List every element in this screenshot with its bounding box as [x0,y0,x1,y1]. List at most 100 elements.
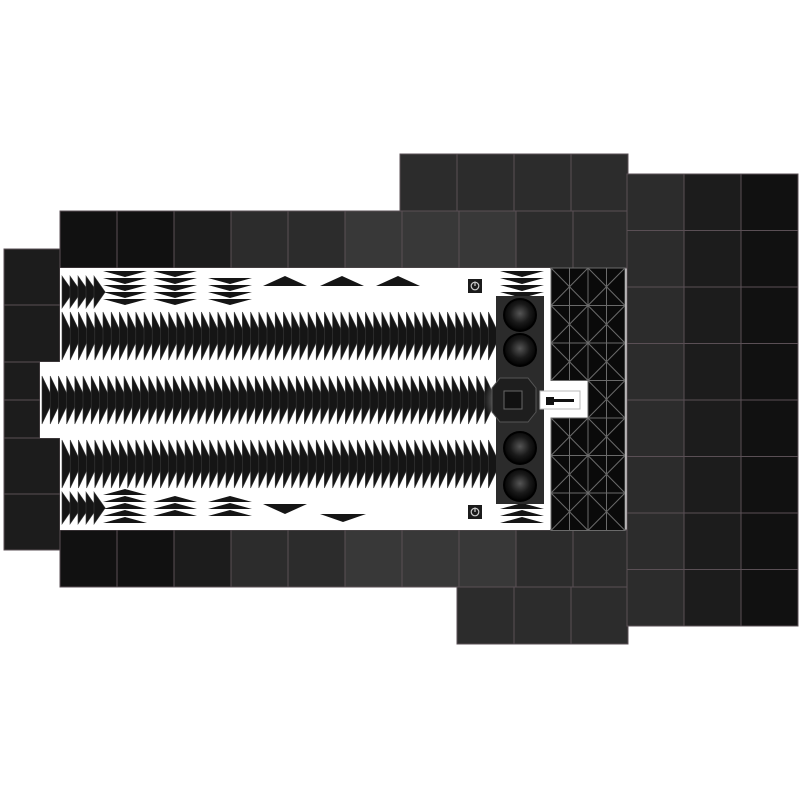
wall-block [683,456,742,514]
spike-icon [164,375,177,425]
spike-icon [184,439,197,489]
spike-icon [356,311,370,361]
spike-icon [369,375,382,425]
spike-icon [427,375,440,425]
spike-icon [500,517,544,523]
spike-icon [266,311,279,361]
spike-icon [389,311,402,361]
central-machine [484,296,581,504]
spike-icon [49,375,63,425]
spike-icon [66,375,79,425]
spike-icon [315,311,329,361]
wall-block [344,529,403,588]
spike-icon [324,439,337,489]
wall-block [683,399,742,457]
spike-icon [82,375,95,425]
spike-icon [376,276,420,286]
spike-icon [160,311,173,361]
spike-icon [361,375,374,425]
spike-icon [250,311,263,361]
spike-icon [291,439,304,489]
spike-icon [397,311,411,361]
spike-icon [438,311,452,361]
spike-icon [78,439,91,489]
roller-icon [503,468,537,502]
spike-icon [123,375,136,425]
wall-block [401,529,460,588]
spike-icon [201,439,214,489]
spike-icon [208,292,252,298]
spike-icon [373,311,386,361]
spike-icon [69,491,82,525]
spike-icon [250,439,263,489]
wall-block [3,304,61,363]
spike-icon [463,439,476,489]
spike-icon [447,439,460,489]
spike-icon [266,439,279,489]
spike-icon [463,311,476,361]
spike-icon [287,375,300,425]
wall-block [740,173,799,231]
spike-icon [406,439,419,489]
spike-icon [176,439,189,489]
spike-icon [115,375,128,425]
wall-block [515,529,574,588]
wall-block [344,210,403,269]
wall-block [683,512,742,570]
wall-block [399,153,458,212]
spike-icon [381,311,394,361]
spike-icon [103,517,147,523]
spike-icon [58,375,71,425]
spike-icon [103,278,147,284]
spike-icon [213,375,227,425]
spike-icon [143,439,156,489]
wall-block [230,529,289,588]
wall-block [3,493,61,551]
spike-icon [488,439,501,489]
power-icon[interactable] [468,505,482,519]
power-icon[interactable] [468,279,482,293]
wall-block [3,361,41,401]
wall-block [570,586,629,645]
spike-icon [103,496,147,502]
spike-icon [271,375,284,425]
spike-icon [86,311,99,361]
roller-icon [503,333,537,367]
wall-block [740,569,799,627]
spike-icon [418,375,432,425]
wall-block [3,399,41,439]
spike-icon [151,439,165,489]
cannon-icon[interactable] [539,390,581,410]
spike-icon [160,439,173,489]
spike-icon [500,503,544,509]
truss-grid [550,267,626,531]
spike-icon [488,311,501,361]
spike-icon [94,311,107,361]
spike-icon [500,510,544,516]
spike-icon [365,311,378,361]
spike-icon [332,311,345,361]
spike-icon [377,375,391,425]
spike-icon [373,439,386,489]
spike-icon [69,439,83,489]
spike-icon [430,311,443,361]
wall-block [740,399,799,457]
wall-block [456,153,515,212]
spike-icon [209,311,222,361]
spike-icon [295,375,309,425]
spike-icon [406,311,419,361]
wall-block [572,529,631,588]
spike-icon [93,275,106,309]
spike-icon [127,439,140,489]
wall-block [740,456,799,514]
spike-icon [386,375,399,425]
spike-icon [299,311,312,361]
wall-block [626,230,685,288]
spike-icon [307,439,320,489]
spike-icon [394,375,407,425]
spike-icon [254,375,268,425]
spike-icon [263,375,276,425]
wall-block [3,437,61,495]
spike-icon [110,311,124,361]
